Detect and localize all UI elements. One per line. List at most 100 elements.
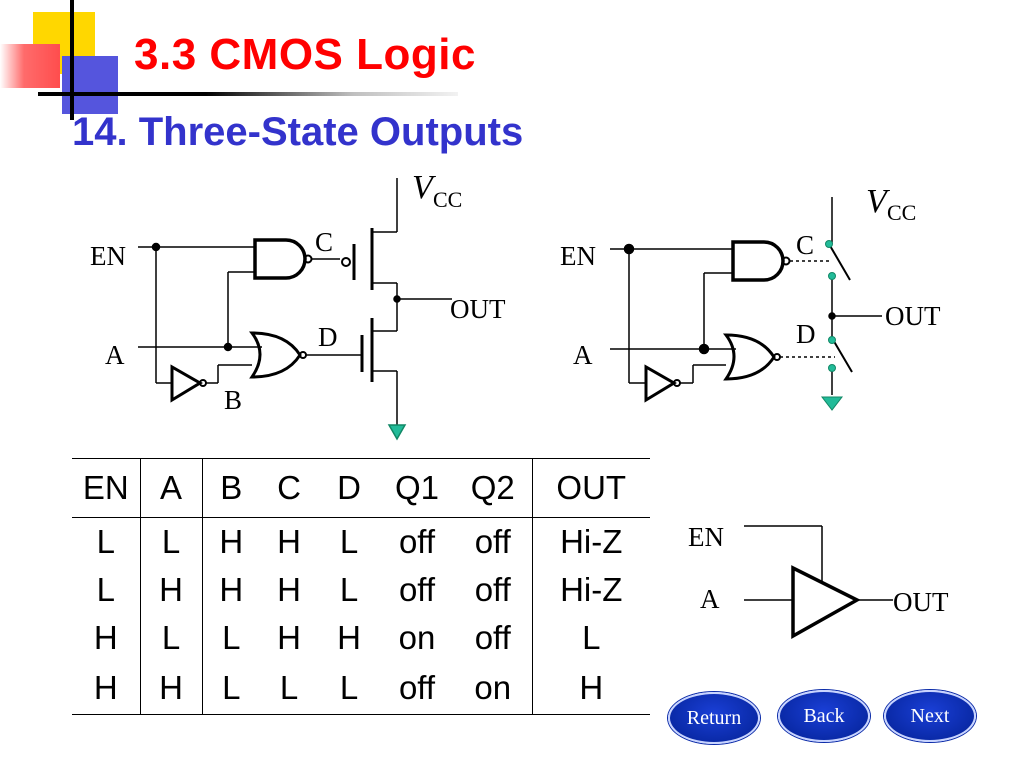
cell-en: L <box>72 517 141 566</box>
left-inverter-gate <box>170 364 203 403</box>
left-a-label: A <box>105 340 125 370</box>
right-switch-dots <box>820 240 844 411</box>
left-vcc-sub: CC <box>433 187 462 212</box>
left-out-label: OUT <box>450 294 506 324</box>
table-row: L H H H L off off Hi-Z <box>72 566 650 614</box>
left-ground-icon <box>387 424 407 441</box>
left-circuit-labels: V CC EN A B C D OUT <box>90 169 506 415</box>
cell-b: H <box>219 523 244 560</box>
table-row: L L H H L off off Hi-Z <box>72 517 650 566</box>
cell-q2: on <box>454 662 533 715</box>
cell-q2: off <box>454 566 533 614</box>
back-button[interactable]: Back <box>778 690 870 742</box>
cell-d: L <box>339 571 359 608</box>
cell-d: H <box>337 619 361 656</box>
right-circuit-labels: V CC EN A C D OUT <box>560 183 941 370</box>
right-inverter-bubble <box>673 379 681 387</box>
left-nand-gate <box>253 238 307 280</box>
cell-en: L <box>72 566 141 614</box>
header-b: B <box>202 458 260 518</box>
corner-red-square <box>0 44 60 88</box>
right-upper-switch-top-dot <box>825 240 833 248</box>
right-ground-icon <box>820 396 844 411</box>
left-circuit <box>138 178 452 441</box>
next-button[interactable]: Next <box>884 690 976 742</box>
left-nor-bubble <box>299 351 307 359</box>
header-en: EN <box>72 458 141 518</box>
header-q1: Q1 <box>380 458 454 518</box>
left-inverter-bubble <box>199 379 207 387</box>
left-nand-bubble <box>303 254 313 264</box>
symbol-en-label: EN <box>688 522 724 552</box>
cell-c: H <box>277 571 301 608</box>
cell-q2: off <box>454 517 533 566</box>
right-nor-bubble <box>773 353 781 361</box>
header-q2: Q2 <box>454 458 533 518</box>
cell-q1: off <box>398 571 436 608</box>
right-a-label: A <box>573 340 593 370</box>
left-pmos-gate-bubble <box>341 257 351 267</box>
corner-vertical-line <box>70 0 74 120</box>
cell-q1: off <box>398 523 436 560</box>
left-b-label: B <box>224 385 242 415</box>
right-d-label: D <box>796 319 816 349</box>
slide-subtitle: 14. Three-State Outputs <box>72 110 524 154</box>
symbol-a-label: A <box>700 584 720 614</box>
left-en-label: EN <box>90 241 126 271</box>
symbol-out-label: OUT <box>893 587 949 617</box>
symbol-buffer-triangle <box>791 565 861 639</box>
cell-b: L <box>222 619 241 656</box>
table-row: H L L H H on off L <box>72 614 650 662</box>
header-d: D <box>318 458 380 518</box>
right-out-label: OUT <box>885 301 941 331</box>
header-a: A <box>140 458 203 518</box>
header-c: C <box>260 458 318 518</box>
cell-out: L <box>582 619 601 656</box>
cell-c: L <box>260 662 318 715</box>
left-nor-gate <box>248 331 302 379</box>
cell-en: H <box>72 662 141 715</box>
table-row: H H L L L off on H <box>72 662 650 715</box>
right-nand-bubble <box>781 256 791 266</box>
cell-en: H <box>72 614 141 662</box>
left-c-label: C <box>315 227 333 257</box>
header-out: OUT <box>532 458 650 518</box>
return-button[interactable]: Return <box>668 692 760 744</box>
right-lower-switch-bottom-dot <box>828 364 836 372</box>
right-nand-gate <box>731 240 785 282</box>
cell-b: H <box>219 571 244 608</box>
right-en-label: EN <box>560 241 596 271</box>
cell-out: Hi-Z <box>560 571 623 608</box>
cell-q1: on <box>398 619 436 656</box>
cell-c: H <box>277 523 301 560</box>
cell-d: L <box>318 662 380 715</box>
right-inverter-gate <box>644 364 677 403</box>
cell-q1: off <box>380 662 454 715</box>
right-nor-gate <box>722 333 776 381</box>
cell-a: H <box>140 566 203 614</box>
right-c-label: C <box>796 230 814 260</box>
right-vcc-sub: CC <box>887 200 916 225</box>
right-lower-switch-top-dot <box>828 336 836 344</box>
slide-title: 3.3 CMOS Logic <box>134 30 476 79</box>
cell-out: Hi-Z <box>560 523 623 560</box>
corner-horizontal-line <box>38 92 458 96</box>
cell-a: H <box>140 662 203 715</box>
cell-d: L <box>339 523 359 560</box>
cell-a: L <box>140 614 203 662</box>
cell-out: H <box>532 662 650 715</box>
tristate-symbol <box>744 525 893 639</box>
cell-a: L <box>140 517 203 566</box>
tristate-symbol-labels: EN A OUT <box>688 522 949 617</box>
truth-table: EN A B C D Q1 Q2 OUT L L H H L off off H… <box>72 458 650 715</box>
right-circuit <box>610 197 882 403</box>
left-d-label: D <box>318 322 338 352</box>
cell-b: L <box>202 662 260 715</box>
right-lower-switch <box>831 337 853 373</box>
cell-c: H <box>277 619 301 656</box>
right-upper-switch-bottom-dot <box>828 272 836 280</box>
cell-q2: off <box>454 614 533 662</box>
truth-table-header-row: EN A B C D Q1 Q2 OUT <box>72 458 650 518</box>
right-upper-switch <box>828 243 851 281</box>
